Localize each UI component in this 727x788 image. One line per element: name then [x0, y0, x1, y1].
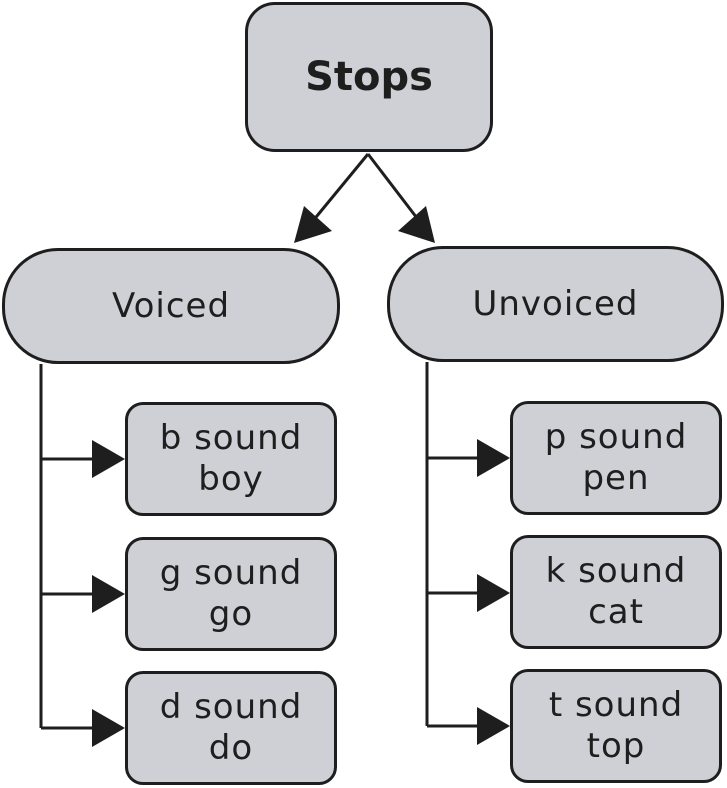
- leaf-sound-label: t sound: [548, 685, 684, 725]
- leaf-sound-label: g sound: [159, 553, 303, 593]
- leaf-sound-label: p sound: [544, 417, 688, 457]
- root-node-stops: Stops: [245, 2, 493, 152]
- leaf-node-k-sound: k sound cat: [510, 535, 722, 649]
- arrowhead-d-sound: [92, 709, 125, 747]
- leaf-node-b-sound: b sound boy: [125, 402, 337, 516]
- leaf-example-word: top: [586, 726, 646, 766]
- leaf-example-word: pen: [582, 458, 650, 498]
- root-label: Stops: [305, 54, 433, 100]
- category-label-voiced: Voiced: [111, 286, 231, 326]
- arrowhead-g-sound: [92, 575, 125, 613]
- leaf-example-word: cat: [588, 592, 644, 632]
- leaf-node-t-sound: t sound top: [510, 669, 722, 783]
- category-label-unvoiced: Unvoiced: [472, 284, 639, 324]
- leaf-sound-label: k sound: [545, 551, 687, 591]
- root-to-voiced-line: [310, 153, 370, 223]
- arrowhead-voiced: [294, 206, 332, 243]
- leaf-sound-label: d sound: [159, 687, 303, 727]
- leaf-node-d-sound: d sound do: [125, 671, 337, 785]
- arrowhead-t-sound: [477, 707, 510, 745]
- leaf-node-g-sound: g sound go: [125, 537, 337, 651]
- arrowhead-unvoiced: [398, 206, 435, 243]
- root-to-unvoiced-line: [366, 153, 422, 223]
- arrowhead-p-sound: [477, 439, 510, 477]
- leaf-example-word: do: [208, 728, 254, 768]
- leaf-sound-label: b sound: [159, 418, 303, 458]
- category-node-unvoiced: Unvoiced: [387, 246, 724, 362]
- arrowhead-k-sound: [477, 574, 510, 612]
- leaf-example-word: go: [208, 594, 254, 634]
- category-node-voiced: Voiced: [2, 248, 340, 364]
- arrowhead-b-sound: [92, 440, 125, 478]
- leaf-example-word: boy: [198, 459, 264, 499]
- leaf-node-p-sound: p sound pen: [510, 401, 722, 515]
